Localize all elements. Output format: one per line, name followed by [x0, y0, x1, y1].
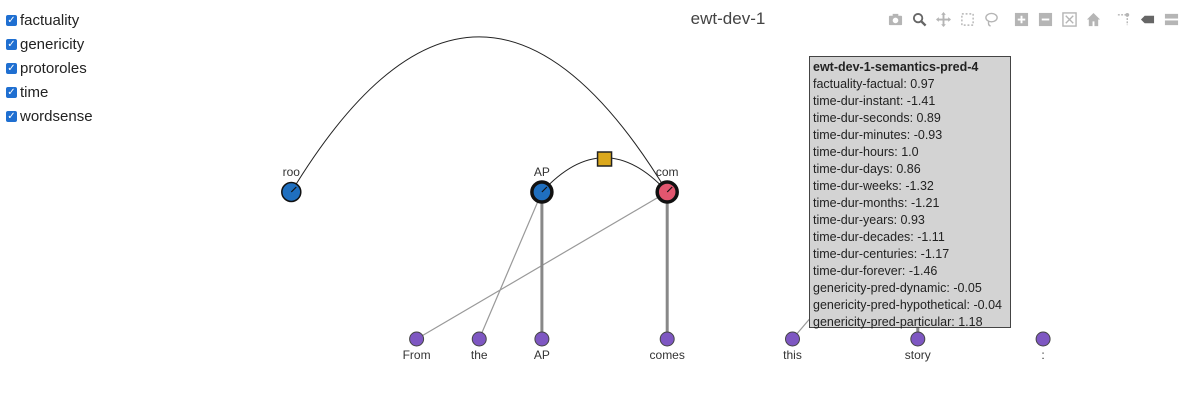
- hover-tooltip: ewt-dev-1-semantics-pred-4 factuality-fa…: [809, 56, 1011, 329]
- token-node[interactable]: [659, 331, 675, 347]
- camera-icon[interactable]: [886, 10, 904, 28]
- token-label: comes: [650, 348, 685, 362]
- tooltip-line: time-dur-minutes: -0.93: [813, 128, 943, 142]
- checkbox-item-genericity[interactable]: ✓genericity: [6, 32, 93, 56]
- lasso-select-icon[interactable]: [982, 10, 1000, 28]
- token-node[interactable]: [534, 331, 550, 347]
- checkbox-item-factuality[interactable]: ✓factuality: [6, 8, 93, 32]
- zoom-out-icon[interactable]: [1036, 10, 1054, 28]
- layer-checklist: ✓factuality✓genericity✓protoroles✓time✓w…: [6, 8, 93, 128]
- tooltip-line: genericity-pred-dynamic: -0.05: [813, 281, 982, 295]
- semantics-node-label: roo: [283, 165, 301, 179]
- token-label: the: [471, 348, 488, 362]
- tooltip-line: genericity-pred-particular: 1.18: [813, 315, 983, 329]
- node-tick: [541, 186, 548, 193]
- token-label: From: [403, 348, 431, 362]
- tooltip-line: time-dur-years: 0.93: [813, 213, 925, 227]
- spike-lines-icon[interactable]: [1114, 10, 1132, 28]
- tooltip-line: time-dur-seconds: 0.89: [813, 111, 941, 125]
- checkbox-label: genericity: [20, 35, 85, 53]
- checkbox-item-time[interactable]: ✓time: [6, 80, 93, 104]
- token-node[interactable]: [409, 331, 425, 347]
- tooltip-title: ewt-dev-1-semantics-pred-4: [813, 60, 979, 74]
- tooltip-line: time-dur-days: 0.86: [813, 162, 921, 176]
- checkbox-label: protoroles: [20, 59, 87, 77]
- pan-icon[interactable]: [934, 10, 952, 28]
- checkbox-label: factuality: [20, 11, 80, 29]
- hover-compare-icon[interactable]: [1162, 10, 1180, 28]
- token-node[interactable]: [1035, 331, 1051, 347]
- checkbox-item-protoroles[interactable]: ✓protoroles: [6, 56, 93, 80]
- argument-node[interactable]: [596, 151, 613, 167]
- tooltip-line: time-dur-forever: -1.46: [813, 264, 938, 278]
- zoom-icon[interactable]: [910, 10, 928, 28]
- arc-edge: [290, 36, 668, 193]
- checkbox[interactable]: ✓: [6, 38, 17, 50]
- tooltip-line: time-dur-weeks: -1.32: [813, 179, 934, 193]
- semantics-node-label: com: [656, 165, 679, 179]
- token-label: story: [905, 348, 931, 362]
- zoom-in-icon[interactable]: [1012, 10, 1030, 28]
- tooltip-line: time-dur-decades: -1.11: [813, 230, 945, 244]
- checkbox[interactable]: ✓: [6, 110, 17, 122]
- tooltip-line: time-dur-months: -1.21: [813, 196, 940, 210]
- token-node[interactable]: [785, 331, 800, 347]
- tooltip-line: time-dur-hours: 1.0: [813, 145, 919, 159]
- checkbox[interactable]: ✓: [6, 62, 17, 74]
- node-tick: [290, 186, 297, 193]
- checkbox-item-wordsense[interactable]: ✓wordsense: [6, 104, 93, 128]
- tooltip-line: time-dur-centuries: -1.17: [813, 247, 950, 261]
- token-label: AP: [534, 348, 550, 362]
- token-label: :: [1041, 348, 1044, 362]
- semantics-node-label: AP: [534, 165, 550, 179]
- hover-closest-icon[interactable]: [1138, 10, 1156, 28]
- span-edge: [478, 191, 543, 340]
- checkbox[interactable]: ✓: [6, 14, 17, 26]
- checkbox-label: wordsense: [20, 107, 93, 125]
- tooltip-line: factuality-factual: 0.97: [813, 77, 935, 91]
- token-label: this: [783, 348, 802, 362]
- tooltip-line: time-dur-instant: -1.41: [813, 94, 936, 108]
- box-select-icon[interactable]: [958, 10, 976, 28]
- plot-modebar: [886, 10, 1186, 28]
- token-node[interactable]: [910, 331, 926, 347]
- autoscale-icon[interactable]: [1060, 10, 1078, 28]
- node-tick: [666, 186, 673, 193]
- checkbox-label: time: [20, 83, 49, 101]
- tooltip-line: genericity-pred-hypothetical: -0.04: [813, 298, 1002, 312]
- checkbox[interactable]: ✓: [6, 86, 17, 98]
- reset-axes-icon[interactable]: [1084, 10, 1102, 28]
- token-node[interactable]: [471, 331, 487, 347]
